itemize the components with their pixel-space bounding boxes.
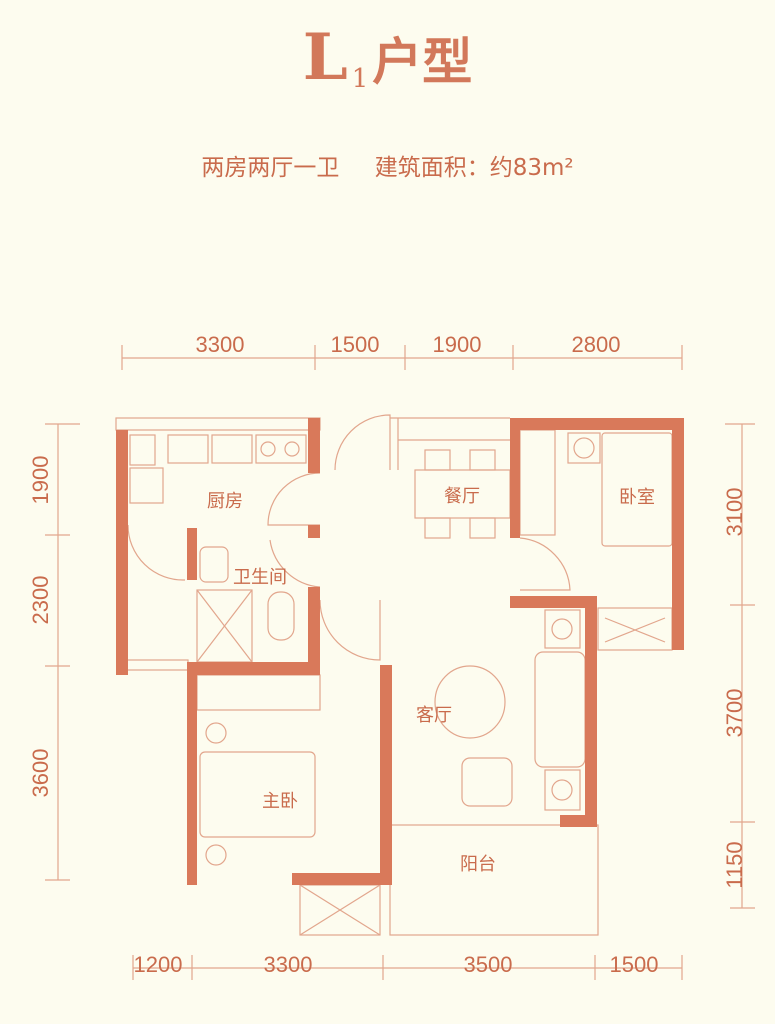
title-suffix: 户型 bbox=[372, 32, 473, 91]
dim-left-1: 1900 bbox=[28, 456, 53, 505]
room-dining: 餐厅 bbox=[444, 486, 480, 507]
dim-bottom-4: 1500 bbox=[610, 952, 659, 977]
dim-bottom-2: 3300 bbox=[264, 952, 313, 977]
layout-text: 两房两厅一卫 bbox=[201, 155, 340, 181]
dim-right-3: 1150 bbox=[722, 841, 747, 888]
dim-top-2: 1500 bbox=[331, 332, 380, 357]
dim-bottom-3: 3500 bbox=[464, 952, 513, 977]
dim-top-4: 2800 bbox=[572, 332, 621, 357]
dim-top-3: 1900 bbox=[433, 332, 482, 357]
dim-top-1: 3300 bbox=[196, 332, 245, 357]
room-master-bedroom: 主卧 bbox=[262, 791, 298, 812]
walls bbox=[116, 418, 684, 885]
dim-bottom-1: 1200 bbox=[134, 952, 183, 977]
dimension-lines bbox=[45, 345, 755, 980]
title-subscript: 1 bbox=[351, 64, 369, 94]
room-bedroom: 卧室 bbox=[619, 487, 655, 508]
room-kitchen: 厨房 bbox=[207, 491, 243, 512]
dim-left-2: 2300 bbox=[28, 576, 53, 625]
room-bathroom: 卫生间 bbox=[233, 567, 287, 588]
dim-left-3: 3600 bbox=[28, 749, 53, 798]
room-balcony: 阳台 bbox=[460, 854, 496, 875]
plan-subtitle: 两房两厅一卫 建筑面积：约83m² bbox=[0, 148, 775, 182]
room-living: 客厅 bbox=[416, 705, 452, 726]
dim-right-2: 3700 bbox=[722, 689, 747, 738]
title-letter: L bbox=[302, 20, 348, 95]
area-text: 建筑面积：约83m² bbox=[374, 155, 574, 181]
dim-right-1: 3100 bbox=[722, 488, 747, 537]
